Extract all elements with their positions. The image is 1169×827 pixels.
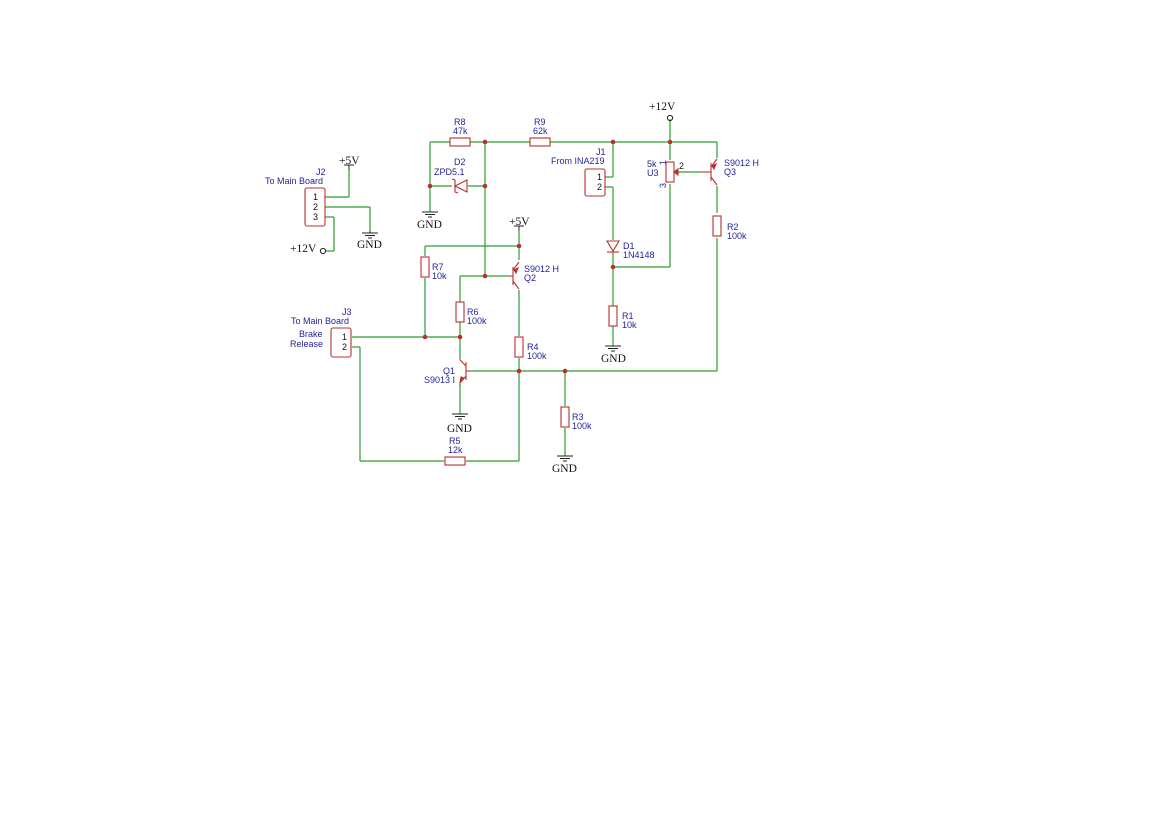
r4-ref: R4 (527, 342, 539, 352)
connector-j3: 1 2 J3 To Main Board Brake Release (290, 307, 352, 358)
power-12v-top: +12V (649, 101, 676, 122)
connector-j2: 1 2 3 J2 To Main Board (265, 167, 326, 227)
power-12v-j2-label: +12V (290, 243, 317, 255)
r7-ref: R7 (432, 262, 444, 272)
j1-pin-2: 2 (597, 182, 602, 192)
j1-pin-1: 1 (597, 172, 602, 182)
r8-ref: R8 (454, 117, 466, 127)
resistor-r4: R4 100k (514, 336, 547, 361)
zener-diode-d2: D2 ZPD5.1 (434, 157, 468, 194)
j3-ref: J3 (342, 307, 352, 317)
power-5v-j2: +5V (339, 155, 360, 170)
q2-ref: Q2 (524, 273, 536, 283)
r1-value: 10k (622, 320, 637, 330)
j1-value: From INA219 (551, 156, 605, 166)
r4-value: 100k (527, 351, 547, 361)
r2-value: 100k (727, 231, 747, 241)
j2-ref: J2 (316, 167, 326, 177)
u3-value: 5k (647, 159, 657, 169)
r9-value: 62k (533, 126, 548, 136)
j2-pin-2: 2 (313, 202, 318, 212)
r9-ref: R9 (534, 117, 546, 127)
r2-ref: R2 (727, 222, 739, 232)
r5-value: 12k (448, 445, 463, 455)
gnd-d2: GND (417, 211, 442, 231)
resistor-r7: R7 10k (420, 256, 447, 281)
gnd-j2-label: GND (357, 239, 382, 251)
j2-pin-1: 1 (313, 192, 318, 202)
potentiometer-u3: 2 1 3 5k U3 (647, 159, 684, 188)
j3-value: To Main Board (291, 316, 349, 326)
gnd-d2-label: GND (417, 219, 442, 231)
d1-value: 1N4148 (623, 250, 655, 260)
power-12v-top-label: +12V (649, 101, 676, 113)
r3-value: 100k (572, 421, 592, 431)
r3-ref: R3 (572, 412, 584, 422)
gnd-j2: GND (357, 231, 382, 251)
r1-ref: R1 (622, 311, 634, 321)
q3-ref: Q3 (724, 167, 736, 177)
j3-label-release: Release (290, 339, 323, 349)
j3-label-brake: Brake (299, 329, 323, 339)
resistor-r1: R1 10k (608, 305, 637, 330)
u3-ref: U3 (647, 168, 659, 178)
r8-value: 47k (453, 126, 468, 136)
resistor-r5: R5 12k (444, 436, 466, 466)
power-12v-j2: +12V (290, 243, 327, 255)
d2-ref: D2 (454, 157, 466, 167)
power-5v-q2-label: +5V (509, 216, 530, 228)
gnd-q1: GND (447, 413, 472, 435)
r6-value: 100k (467, 316, 487, 326)
gnd-r3: GND (552, 455, 577, 475)
r5-ref: R5 (449, 436, 461, 446)
power-5v-j2-label: +5V (339, 155, 360, 167)
gnd-r3-label: GND (552, 463, 577, 475)
transistor-q3: S9012 H Q3 (702, 158, 759, 186)
diode-d1: D1 1N4148 (606, 240, 655, 260)
resistor-r3: R3 100k (560, 406, 592, 431)
resistor-r2: R2 100k (712, 215, 747, 241)
j3-pin-2: 2 (342, 342, 347, 352)
q1-value: S9013 I (424, 375, 455, 385)
u3-pin-2: 2 (679, 161, 684, 171)
gnd-r1-label: GND (601, 353, 626, 365)
q1-ref: Q1 (443, 366, 455, 376)
d1-ref: D1 (623, 241, 635, 251)
j1-ref: J1 (596, 147, 606, 157)
transistor-q2: S9012 H Q2 (507, 261, 559, 290)
j2-value: To Main Board (265, 176, 323, 186)
r7-value: 10k (432, 271, 447, 281)
wires (325, 119, 718, 462)
power-5v-q2: +5V (509, 216, 530, 230)
j2-pin-3: 3 (313, 212, 318, 222)
j3-pin-1: 1 (342, 332, 347, 342)
resistor-r8: R8 47k (449, 117, 471, 147)
q2-value: S9012 H (524, 264, 559, 274)
connector-j1: 1 2 J1 From INA219 (551, 147, 606, 197)
resistor-r6: R6 100k (455, 301, 487, 326)
gnd-q1-label: GND (447, 423, 472, 435)
resistor-r9: R9 62k (529, 117, 551, 147)
q3-value: S9012 H (724, 158, 759, 168)
gnd-r1: GND (601, 345, 626, 365)
d2-value: ZPD5.1 (434, 167, 465, 177)
r6-ref: R6 (467, 307, 479, 317)
u3-pin-3: 3 (658, 183, 668, 188)
transistor-q1: Q1 S9013 I (424, 359, 470, 385)
u3-pin-1: 1 (658, 160, 668, 165)
junctions (422, 139, 673, 374)
